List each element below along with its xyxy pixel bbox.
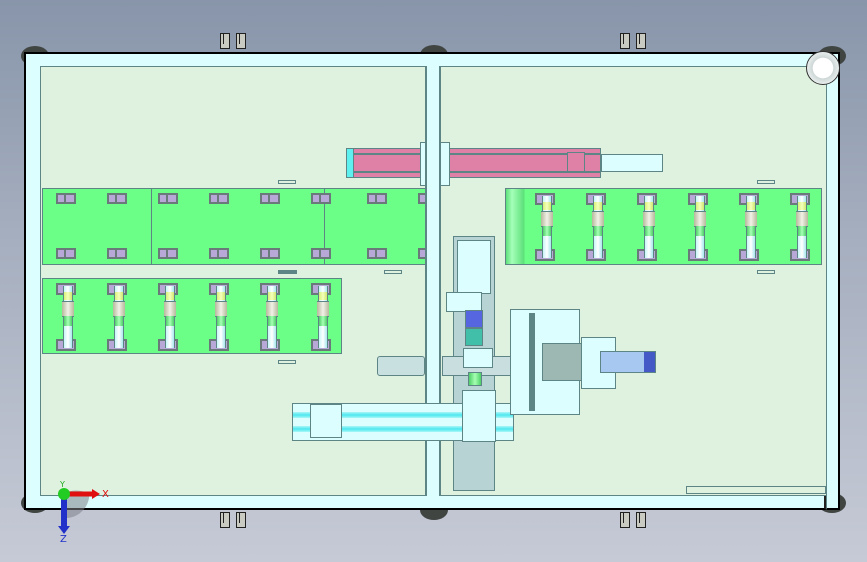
fixture-plate-lower-left xyxy=(42,278,342,354)
post xyxy=(236,33,246,49)
workpiece-pin xyxy=(317,286,329,348)
workpiece-pin xyxy=(62,286,74,348)
post xyxy=(620,512,630,528)
workpiece-pin xyxy=(694,196,706,258)
fixture-pad xyxy=(158,248,178,259)
center-slide-carriage xyxy=(457,240,491,294)
y-axis-dot xyxy=(58,488,70,500)
fixture-pad xyxy=(107,193,127,204)
servo-motor-top xyxy=(601,154,663,172)
gripper-motor xyxy=(600,351,656,373)
module-motor-coupler xyxy=(567,152,585,172)
gripper-body xyxy=(542,343,582,381)
fixture-pad xyxy=(158,193,178,204)
fixture-pad xyxy=(209,193,229,204)
gripper-guide-rail xyxy=(529,313,535,411)
plate-divider xyxy=(324,188,325,265)
workpiece-pin xyxy=(164,286,176,348)
fixture-plate-right xyxy=(505,188,822,265)
workpiece-pin xyxy=(592,196,604,258)
post xyxy=(620,33,630,49)
slot-marker xyxy=(278,360,296,364)
plate-divider xyxy=(151,188,152,265)
fixture-pad xyxy=(260,248,280,259)
y-axis-label: Y xyxy=(59,480,65,489)
blue-block xyxy=(465,310,483,328)
fixture-pad xyxy=(260,193,280,204)
post xyxy=(636,33,646,49)
fixture-pad xyxy=(56,193,76,204)
post xyxy=(220,512,230,528)
slot-marker xyxy=(278,180,296,184)
teal-block xyxy=(465,328,483,346)
workpiece-pin xyxy=(745,196,757,258)
workpiece-pin xyxy=(643,196,655,258)
fixture-pad xyxy=(367,248,387,259)
cylinder-slide-block xyxy=(462,390,496,442)
rotary-gripper-upper xyxy=(446,292,482,312)
post xyxy=(220,33,230,49)
cylinder-slider xyxy=(310,404,342,438)
workpiece-pin xyxy=(215,286,227,348)
slot-marker xyxy=(757,270,775,274)
workpiece-pin xyxy=(113,286,125,348)
linear-module-top xyxy=(353,148,601,178)
frame-right-rail xyxy=(826,52,840,510)
vertical-gantry-column xyxy=(425,66,441,496)
workpiece-pin xyxy=(266,286,278,348)
coordinate-triad: X Y Z xyxy=(58,480,109,545)
fixture-pad xyxy=(56,248,76,259)
fixture-pad xyxy=(311,193,331,204)
workpiece-pin xyxy=(796,196,808,258)
label-plate xyxy=(278,270,297,274)
x-axis-head xyxy=(92,489,100,499)
workpiece-pin xyxy=(541,196,553,258)
slot-marker xyxy=(757,180,775,184)
z-axis-head xyxy=(58,526,70,534)
fixture-pad xyxy=(209,248,229,259)
slot-marker xyxy=(384,270,402,274)
bottom-right-ledge xyxy=(686,486,826,494)
triad-shadow xyxy=(63,490,89,519)
green-nozzle xyxy=(468,372,482,386)
post xyxy=(636,512,646,528)
post xyxy=(236,512,246,528)
fixture-pad xyxy=(311,248,331,259)
x-axis-label: X xyxy=(102,489,109,500)
rotary-gripper-lower xyxy=(463,348,493,368)
z-axis-label: Z xyxy=(60,534,67,545)
small-cylinder xyxy=(377,356,425,376)
fixture-pad xyxy=(367,193,387,204)
caster-wheel-icon xyxy=(806,51,840,85)
fixture-pad xyxy=(107,248,127,259)
